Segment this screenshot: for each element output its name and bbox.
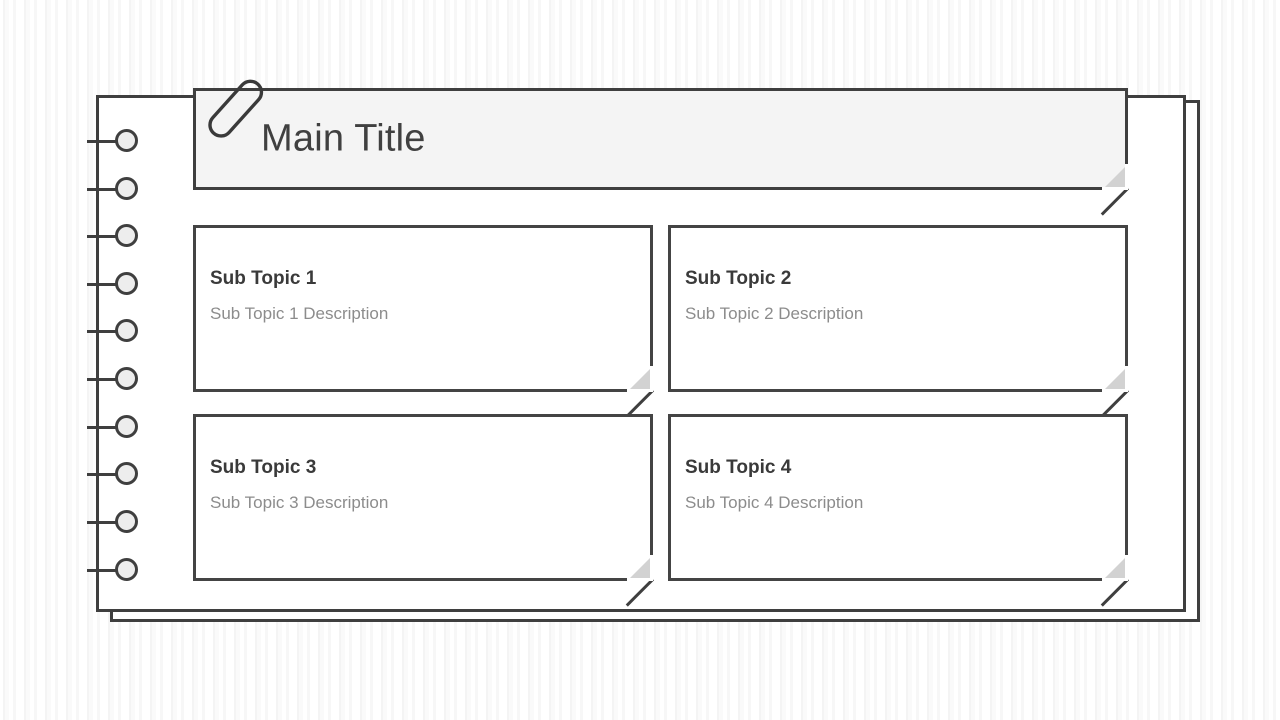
card-title: Sub Topic 2 bbox=[685, 268, 792, 289]
card-description: Sub Topic 3 Description bbox=[210, 493, 389, 512]
card-title: Sub Topic 4 bbox=[685, 457, 792, 478]
title-band[interactable]: Main Title bbox=[193, 88, 1130, 216]
sub-topic-card[interactable]: Sub Topic 4 Sub Topic 4 Description bbox=[668, 414, 1130, 607]
sub-topic-card[interactable]: Sub Topic 3 Sub Topic 3 Description bbox=[193, 414, 655, 607]
page-title: Main Title bbox=[261, 117, 426, 160]
card-title: Sub Topic 1 bbox=[210, 268, 317, 289]
sub-topic-card[interactable]: Sub Topic 2 Sub Topic 2 Description bbox=[668, 225, 1130, 418]
corner-fold-icon bbox=[1100, 555, 1130, 607]
corner-fold-icon bbox=[1100, 366, 1130, 418]
corner-fold-icon bbox=[625, 555, 655, 607]
card-description: Sub Topic 1 Description bbox=[210, 304, 389, 323]
corner-fold-icon bbox=[625, 366, 655, 418]
card-description: Sub Topic 4 Description bbox=[685, 493, 864, 512]
sub-topic-card[interactable]: Sub Topic 1 Sub Topic 1 Description bbox=[193, 225, 655, 418]
card-title: Sub Topic 3 bbox=[210, 457, 317, 478]
corner-fold-icon bbox=[1100, 164, 1130, 216]
card-description: Sub Topic 2 Description bbox=[685, 304, 864, 323]
